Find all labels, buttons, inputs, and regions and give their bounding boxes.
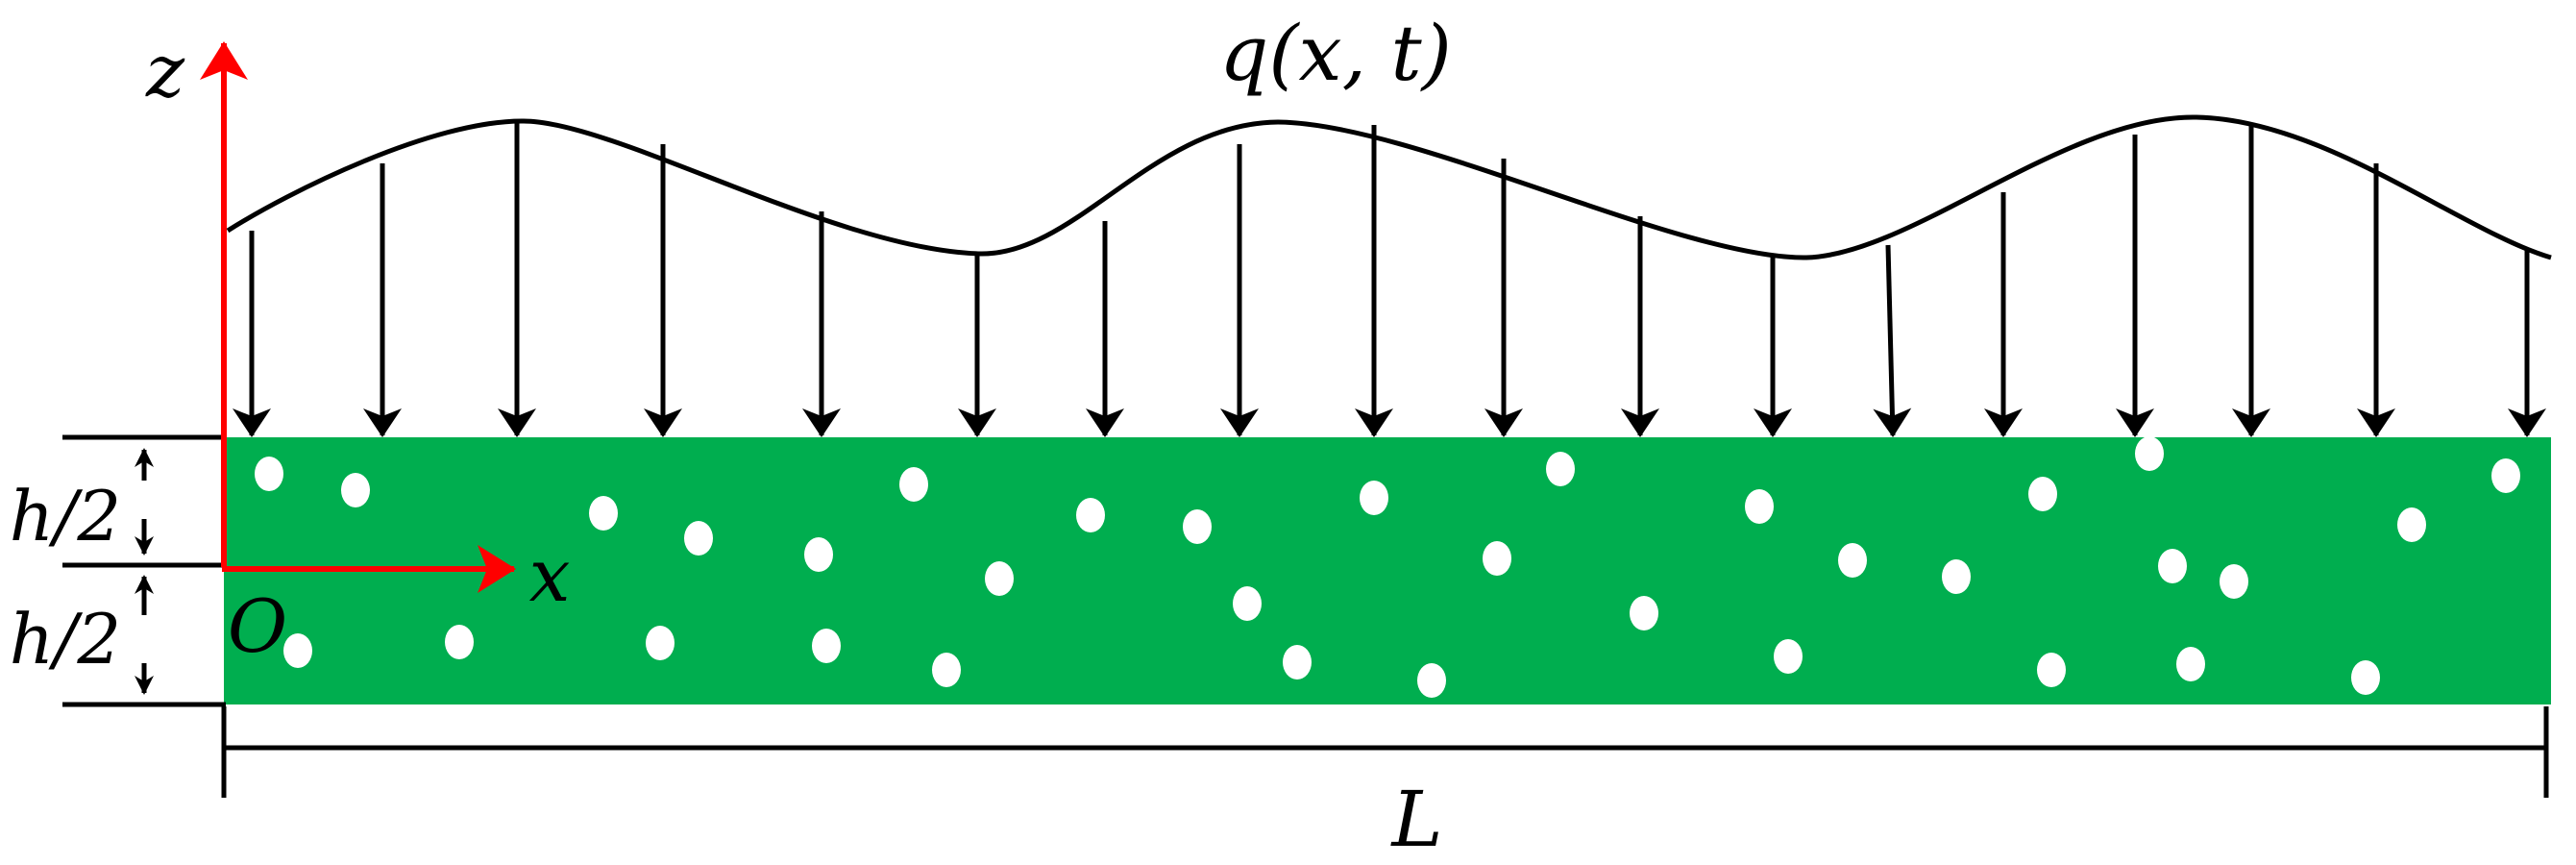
particle bbox=[1183, 509, 1212, 544]
particle bbox=[2037, 653, 2066, 687]
load-arrows bbox=[233, 123, 2546, 437]
particle bbox=[1483, 541, 1511, 576]
particle bbox=[1360, 481, 1388, 515]
particle bbox=[445, 625, 474, 659]
particle bbox=[646, 626, 675, 660]
particle bbox=[283, 633, 312, 668]
load-label: q(x, t) bbox=[1219, 9, 1452, 98]
particle bbox=[2135, 436, 2164, 471]
particle bbox=[932, 653, 961, 687]
particle bbox=[684, 521, 713, 556]
particle bbox=[2351, 660, 2380, 695]
particle bbox=[589, 496, 618, 531]
particle bbox=[1942, 559, 1971, 594]
lower-thickness-label: h/2 bbox=[10, 599, 121, 680]
particle bbox=[255, 457, 283, 491]
particle bbox=[1745, 489, 1774, 524]
particle bbox=[2220, 564, 2248, 599]
particle bbox=[2491, 458, 2520, 493]
particle bbox=[1283, 645, 1312, 680]
particle bbox=[1630, 596, 1658, 630]
particle bbox=[1233, 586, 1262, 621]
particles bbox=[255, 436, 2520, 698]
x-axis-label: x bbox=[529, 532, 571, 618]
length-label: L bbox=[1389, 775, 1442, 864]
load-arrow bbox=[1873, 244, 1912, 437]
load-curve bbox=[226, 114, 2552, 260]
upper-thickness-label: h/2 bbox=[10, 476, 121, 556]
particle bbox=[899, 467, 928, 502]
particle bbox=[1774, 639, 1803, 674]
particle bbox=[1417, 663, 1446, 698]
particle bbox=[812, 629, 841, 663]
particle bbox=[1076, 498, 1105, 532]
length-dimension bbox=[221, 706, 2549, 798]
origin-label: O bbox=[228, 583, 287, 669]
z-axis-label: z bbox=[145, 28, 185, 113]
particle bbox=[2397, 507, 2426, 542]
particle bbox=[2028, 477, 2057, 511]
particle bbox=[804, 537, 833, 572]
particle bbox=[2158, 549, 2187, 583]
particle bbox=[1546, 452, 1575, 486]
particle bbox=[341, 473, 370, 507]
particle bbox=[1838, 543, 1867, 578]
particle bbox=[2176, 647, 2205, 681]
coordinate-axes bbox=[200, 41, 516, 593]
thickness-dimension bbox=[62, 434, 226, 707]
particle bbox=[985, 561, 1014, 596]
